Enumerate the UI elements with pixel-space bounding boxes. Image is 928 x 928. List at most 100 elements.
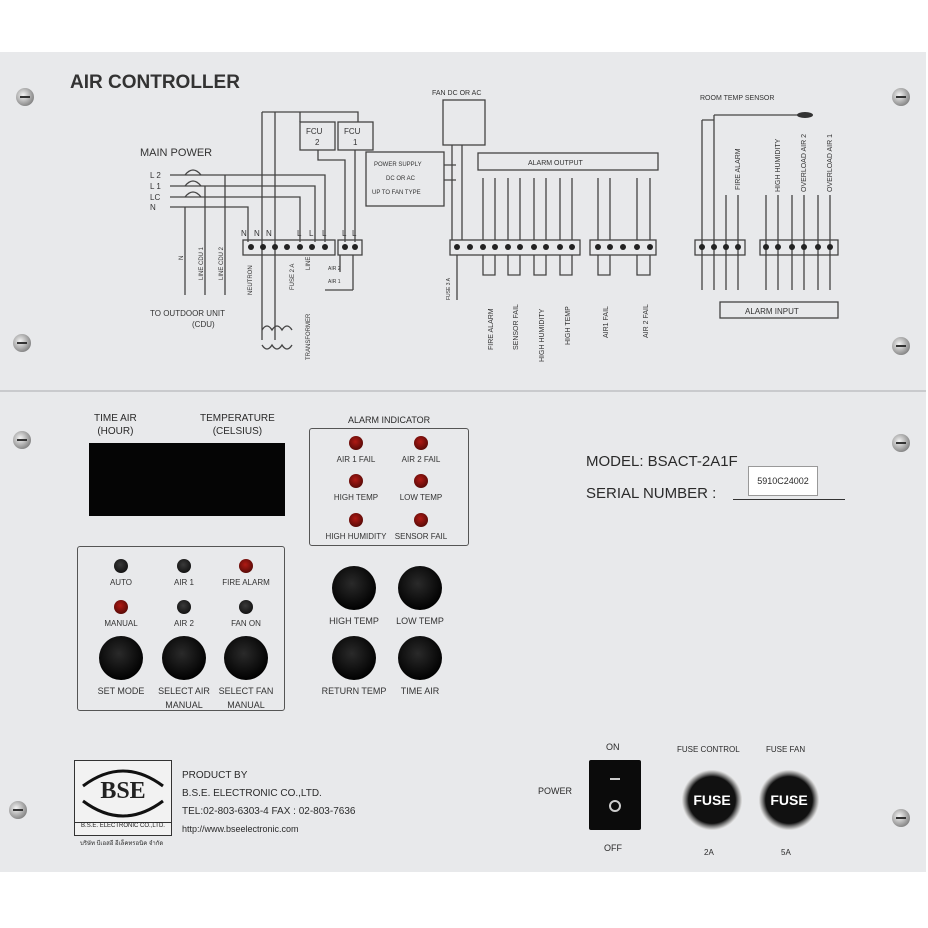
model-label: MODEL: BSACT-2A1F	[586, 453, 738, 470]
fcu1-number: 1	[353, 138, 358, 147]
led-display	[89, 443, 285, 516]
alarm-input-label: ALARM INPUT	[745, 307, 799, 316]
alarm-led-label: AIR 1 FAIL	[336, 455, 376, 464]
main-power-label: MAIN POWER	[140, 147, 212, 159]
fuse-control-holder[interactable]: FUSE	[682, 770, 742, 830]
terminal-letter: L	[297, 229, 302, 238]
temperature-label: TEMPERATURE(CELSIUS)	[200, 413, 275, 437]
to-outdoor-label: TO OUTDOOR UNIT	[150, 309, 225, 318]
alarm-led	[414, 436, 428, 450]
fuse-fan-rating: 5A	[781, 848, 791, 857]
set-mode-button[interactable]	[99, 636, 143, 680]
terminal-letter: L	[322, 229, 327, 238]
company-phone: TEL:02-803-6303-4 FAX : 02-803-7636	[182, 806, 356, 817]
fcu2-number: 2	[315, 138, 320, 147]
terminal-letter: N	[266, 229, 272, 238]
output-label: HIGH TEMP	[565, 306, 572, 345]
alarm-led	[414, 474, 428, 488]
logo-subtext: B.S.E. ELECTRONIC CO.,LTD.	[75, 822, 171, 829]
input-label: OVERLOAD AIR 1	[827, 134, 834, 192]
cdu-label: N	[179, 256, 185, 260]
output-label: AIR1 FAIL	[603, 306, 610, 338]
time-air-button[interactable]	[398, 636, 442, 680]
button-label: TIME AIR	[400, 686, 440, 696]
relay-label: AIR 1	[328, 279, 341, 285]
power-rocker-switch[interactable]	[589, 760, 641, 830]
button-label: SELECT AIR MANUAL	[158, 686, 210, 710]
wiring-diagram-panel	[0, 52, 926, 392]
off-mark-icon	[609, 800, 621, 812]
output-label: HIGH HUMIDITY	[539, 308, 546, 362]
status-led-label: FAN ON	[231, 619, 261, 628]
terminal-letter: N	[254, 229, 260, 238]
fuse-control-label: FUSE CONTROL	[677, 745, 740, 754]
status-led	[239, 600, 253, 614]
fuse-2a-label: FUSE 2 A	[290, 264, 296, 290]
line-l2: L 2	[150, 171, 161, 180]
screw-icon	[892, 337, 910, 355]
on-mark-icon	[610, 778, 620, 780]
input-label: HIGH HUMIDITY	[775, 138, 782, 192]
fan-label: FAN DC OR AC	[432, 90, 481, 97]
alarm-led-label: SENSOR FAIL	[394, 532, 448, 541]
terminal-letter: L	[342, 229, 347, 238]
alarm-indicator-title: ALARM INDICATOR	[348, 415, 431, 425]
high-temp-button[interactable]	[332, 566, 376, 610]
status-led	[239, 559, 253, 573]
serial-underline	[733, 499, 845, 500]
button-label: SET MODE	[97, 686, 145, 696]
mode-control-group	[77, 546, 285, 711]
status-led-label: AIR 1	[173, 578, 194, 587]
screw-icon	[9, 801, 27, 819]
company-website[interactable]: http://www.bseelectronic.com	[182, 824, 299, 834]
wiring-diagram: MAIN POWER L 2 L 1 LC N N LINE CDU 1 LIN…	[140, 90, 839, 362]
alarm-led-label: HIGH TEMP	[333, 493, 379, 502]
alarm-led-label: AIR 2 FAIL	[401, 455, 441, 464]
relay-label: AIR 2	[328, 266, 341, 272]
line-l1: L 1	[150, 182, 161, 191]
screw-icon	[892, 809, 910, 827]
terminal-letter: N	[241, 229, 247, 238]
panel-title: AIR CONTROLLER	[70, 72, 240, 93]
on-label: ON	[606, 742, 620, 752]
button-label: HIGH TEMP	[329, 616, 379, 626]
fcu1-label: FCU	[344, 127, 361, 136]
cdu-label: LINE CDU 2	[219, 246, 225, 280]
low-temp-button[interactable]	[398, 566, 442, 610]
power-label: POWER	[538, 786, 573, 796]
line-n: N	[150, 203, 156, 212]
cdu-label: LINE CDU 1	[199, 246, 205, 280]
status-led-label: AIR 2	[173, 619, 194, 628]
select-fan-manual-button[interactable]	[224, 636, 268, 680]
line-lc: LC	[150, 193, 160, 202]
status-led	[114, 600, 128, 614]
status-led-label: FIRE ALARM	[222, 578, 270, 587]
status-led	[177, 600, 191, 614]
status-led	[114, 559, 128, 573]
fuse-control-rating: 2A	[704, 848, 714, 857]
fuse-fan-holder[interactable]: FUSE	[759, 770, 819, 830]
fcu2-label: FCU	[306, 127, 323, 136]
company-name: B.S.E. ELECTRONIC CO.,LTD.	[182, 788, 322, 799]
alarm-led	[349, 513, 363, 527]
button-label: SELECT FAN MANUAL	[218, 686, 274, 710]
return-temp-button[interactable]	[332, 636, 376, 680]
alarm-led	[349, 436, 363, 450]
fuse-fan-label: FUSE FAN	[766, 745, 806, 754]
button-label: LOW TEMP	[396, 616, 444, 626]
serial-number-label: SERIAL NUMBER :	[586, 485, 717, 502]
status-led	[177, 559, 191, 573]
room-temp-sensor-label: ROOM TEMP SENSOR	[700, 95, 774, 102]
select-air-manual-button[interactable]	[162, 636, 206, 680]
bse-logo: BSE B.S.E. ELECTRONIC CO.,LTD.	[74, 760, 172, 836]
serial-number-sticker: 5910C24002	[748, 466, 818, 496]
status-led-label: MANUAL	[104, 619, 138, 628]
input-label: FIRE ALARM	[735, 148, 742, 190]
neutron-label: NEUTRON	[248, 265, 254, 295]
power-supply-label: UP TO FAN TYPE	[372, 190, 421, 196]
fuse-3a-label: FUSE 3 A	[446, 277, 452, 300]
alarm-led-label: LOW TEMP	[399, 493, 443, 502]
alarm-led	[349, 474, 363, 488]
off-label: OFF	[604, 843, 622, 853]
output-label: AIR 2 FAIL	[643, 304, 650, 338]
